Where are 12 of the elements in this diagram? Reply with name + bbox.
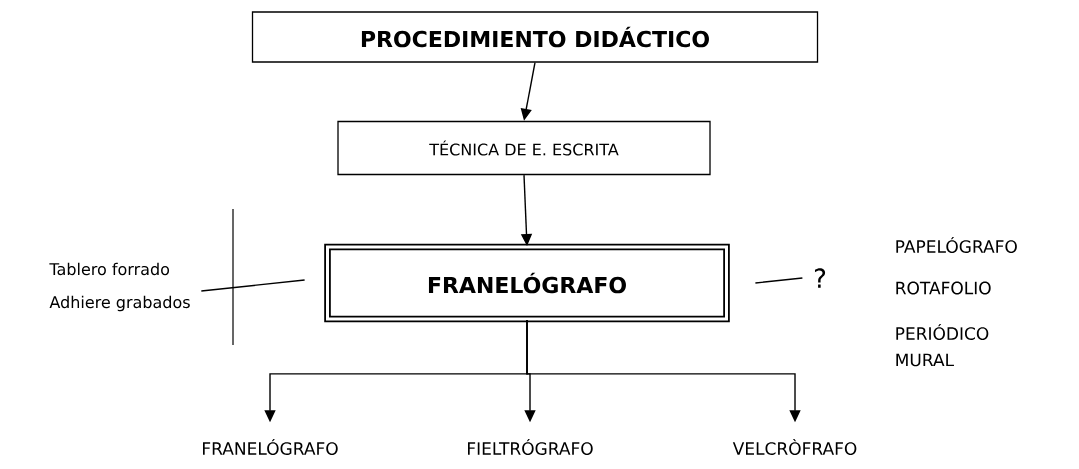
list-item: ROTAFOLIO — [896, 281, 991, 295]
list-item: MURAL — [896, 353, 954, 367]
node-text: ? — [815, 268, 826, 288]
process-box: PROCEDIMIENTO DIDÁCTICO — [251, 11, 819, 63]
list-item: PERIÓDICO — [896, 324, 989, 340]
list-item: PAPELÓGRAFO — [896, 237, 1017, 253]
node-text: FRANELÓGRAFO — [203, 439, 338, 455]
process-box: TÉCNICA DE E. ESCRITA — [337, 120, 711, 176]
framed-box: FRANELÓGRAFO — [324, 243, 730, 323]
note-text: Tablero forrado Adhiere grabados — [49, 262, 190, 312]
node-text: VELCRÒFRAFO — [732, 439, 857, 455]
node-text: FIELTRÓGRAFO — [468, 439, 593, 455]
